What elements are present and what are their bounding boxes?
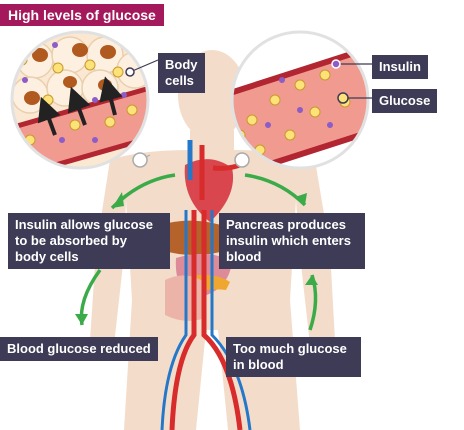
label-insulin-allows-line-1: Insulin allows glucose — [15, 217, 153, 232]
label-insulin-allows: Insulin allows glucose to be absorbed by… — [8, 213, 170, 269]
label-body-cells-line-2: cells — [165, 73, 194, 88]
label-blood-reduced: Blood glucose reduced — [0, 337, 158, 361]
label-body-cells: Body cells — [158, 53, 205, 93]
label-too-much: Too much glucose in blood — [226, 337, 361, 377]
label-pancreas-line-2: insulin which enters — [226, 233, 351, 248]
body-cell-marker — [125, 67, 135, 77]
label-too-much-line-2: in blood — [233, 357, 284, 372]
label-too-much-line-1: Too much glucose — [233, 341, 347, 356]
page-title: High levels of glucose — [0, 4, 164, 26]
label-pancreas-line-1: Pancreas produces — [226, 217, 346, 232]
label-pancreas: Pancreas produces insulin which enters b… — [219, 213, 365, 269]
label-glucose: Glucose — [372, 89, 438, 113]
label-body-cells-line-1: Body — [165, 57, 198, 72]
insulin-marker — [331, 59, 341, 69]
label-insulin-allows-line-3: body cells — [15, 249, 79, 264]
label-pancreas-line-3: blood — [226, 249, 262, 264]
glucose-marker — [337, 92, 349, 104]
cycle-arrowheads — [75, 192, 318, 325]
label-insulin-allows-line-2: to be absorbed by — [15, 233, 127, 248]
label-insulin: Insulin — [372, 55, 428, 79]
